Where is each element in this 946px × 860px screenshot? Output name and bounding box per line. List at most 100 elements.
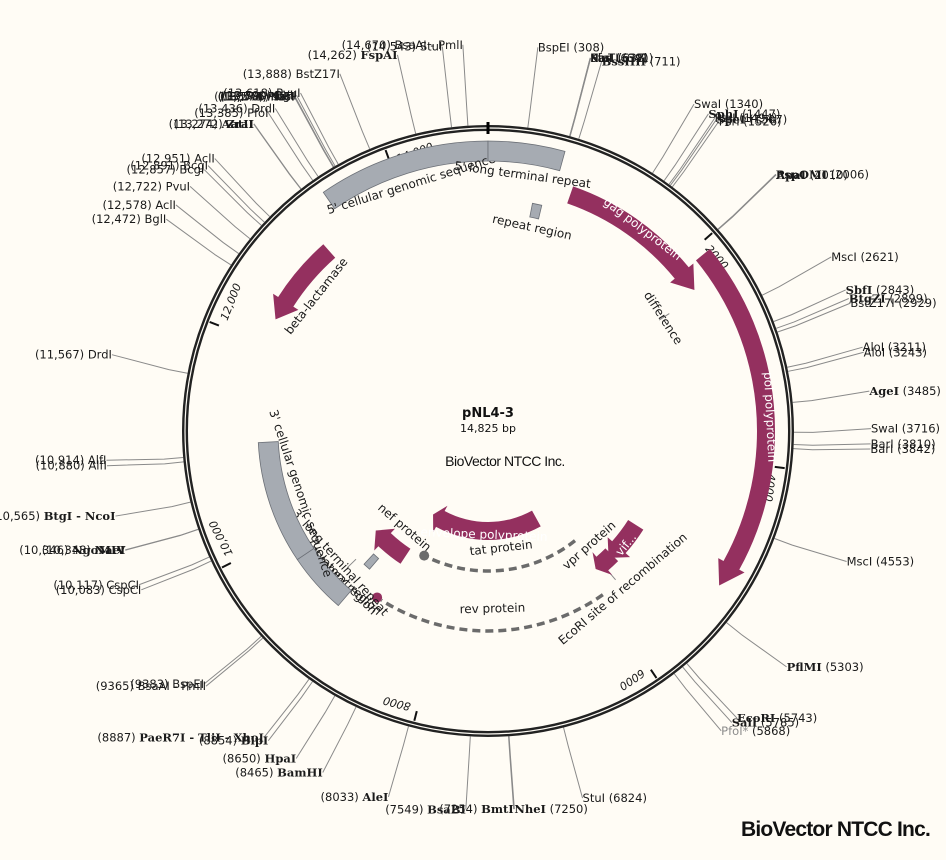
site-spei[interactable]: SpeI (1507): [716, 113, 787, 127]
site-bspei[interactable]: (9383) BspEI: [130, 677, 204, 691]
plasmid-backbone: [182, 122, 794, 737]
site-alei[interactable]: (8033) AleI: [321, 790, 389, 804]
site-bamhi[interactable]: (8465) BamHI: [235, 766, 323, 780]
feature-gag-polyprotein[interactable]: gag polyprotein: [567, 186, 695, 290]
site-nari[interactable]: NarI (638): [590, 51, 648, 65]
site-sphi[interactable]: SphI (1447): [708, 107, 780, 121]
site-bari[interactable]: BarI (3842): [870, 442, 935, 456]
site-bari[interactable]: BarI (3810): [871, 437, 936, 451]
site-position: (8854): [199, 734, 237, 748]
site-bmti[interactable]: (7254) BmtI: [439, 802, 514, 816]
site-name: NgoMIV: [72, 543, 126, 557]
site-aatii[interactable]: (13,274) AatII: [169, 117, 254, 131]
feature-rev-protein[interactable]: rev protein: [372, 592, 604, 633]
site-ecori[interactable]: EcoRI (5743): [737, 711, 817, 725]
site-cspci[interactable]: (10,083) CspCI: [56, 583, 142, 597]
site-bspei[interactable]: BspEI (308): [538, 40, 604, 54]
site-alfi[interactable]: (10,914) AlfI: [35, 453, 106, 467]
site-fspai[interactable]: (14,262) FspAI: [308, 48, 398, 62]
site-sbfi[interactable]: SbfI (2843): [846, 283, 915, 297]
site-label: BssHII (711): [602, 54, 681, 68]
feature-3-cellular-genomic-sequence[interactable]: 3' cellular genomic sequence: [257, 408, 335, 579]
site-position: (638): [618, 51, 649, 65]
site-bsaai-pmli[interactable]: (14,670) BsaAI - PmlI: [342, 38, 463, 52]
site-drdi[interactable]: (11,567) DrdI: [35, 348, 112, 362]
site-acli[interactable]: (12,578) AclI: [102, 198, 175, 212]
site-alfi[interactable]: (10,880) AlfI: [36, 459, 107, 473]
site-pspomi[interactable]: PspOMI (2006): [776, 167, 869, 181]
site-blpi[interactable]: (8854) BlpI: [199, 734, 268, 748]
site-bsabi[interactable]: (7549) BsaBI: [385, 802, 466, 816]
site-bstz17i[interactable]: BstZ17I (2929): [850, 296, 936, 310]
site-nhei[interactable]: NheI (7250): [514, 802, 587, 816]
site-cspci[interactable]: (10,117) CspCI: [53, 578, 139, 592]
site-agei[interactable]: AgeI (3485): [868, 384, 941, 398]
feature-arrow: [273, 244, 336, 320]
site-position: (12,951): [141, 152, 190, 166]
site-stui[interactable]: (14,543) StuI: [367, 40, 442, 54]
site-zrai[interactable]: (13,272) ZraI: [174, 117, 254, 131]
site-bgli[interactable]: (12,472) BglI: [92, 212, 167, 226]
site-apai[interactable]: ApaI (2010): [775, 168, 848, 182]
site-kasi[interactable]: KasI (637): [590, 51, 648, 65]
site-label: (9365) BsaAI - PmlI: [96, 679, 206, 693]
site-sali[interactable]: SalI (5785): [732, 715, 799, 729]
site-kasi[interactable]: (13,574) KasI: [218, 90, 295, 104]
site-label: (10,565) BtgI - NcoI: [0, 509, 115, 523]
site-leader: [125, 528, 199, 551]
feature-beta-lactamase[interactable]: beta-lactamase: [273, 244, 351, 337]
site-ngomiv[interactable]: (10,346) NgoMIV: [19, 543, 126, 557]
site-naei[interactable]: (10,348) NaeI: [42, 543, 126, 557]
site-name: MscI: [831, 250, 857, 264]
site-aloi[interactable]: AloI (3211): [863, 340, 926, 354]
site-bcgi[interactable]: (12,891) BcgI: [130, 159, 208, 173]
site-psri[interactable]: PsrI (1494): [715, 111, 778, 125]
site-bsshii[interactable]: BssHII (711): [602, 54, 681, 68]
site-pvui[interactable]: (12,722) PvuI: [113, 179, 190, 193]
feature-marker: [347, 558, 357, 568]
feature-difference[interactable]: difference: [641, 289, 685, 347]
site-leader: [776, 298, 849, 329]
site-leader: [508, 736, 515, 810]
site-swai[interactable]: SwaI (1340): [694, 97, 763, 111]
site-pluti[interactable]: PluTI (641): [591, 51, 653, 65]
feature-tat-protein[interactable]: tat protein: [419, 537, 577, 573]
site-psri[interactable]: PsrI (1526): [719, 114, 782, 128]
site-label: NarI (638): [590, 51, 648, 65]
site-sfoi[interactable]: SfoI (639): [590, 51, 646, 65]
site-sfoi[interactable]: (13,576) SfoI: [220, 89, 295, 103]
site-stui[interactable]: StuI (6824): [583, 791, 647, 805]
site-pvui[interactable]: (13,618) PvuI: [223, 86, 300, 100]
feature-5-cellular-genomic-sequence[interactable]: 5' cellular genomic sequence: [322, 140, 497, 217]
feature-label: pol polyprotein: [761, 372, 779, 463]
site-pfoi[interactable]: (13,385) PfoI: [194, 106, 268, 120]
site-msci[interactable]: MscI (4553): [847, 555, 915, 569]
site-bcgi[interactable]: (12,857) BcgI: [127, 163, 205, 177]
site-aloi[interactable]: AloI (3243): [864, 345, 927, 359]
site-pflmi[interactable]: PflMI (5303): [787, 660, 864, 674]
site-bstz17i[interactable]: (13,888) BstZ17I: [243, 67, 340, 81]
site-pfoi[interactable]: PfoI* (5868): [721, 724, 790, 738]
site-position: (13,574): [218, 90, 267, 104]
site-drdi[interactable]: (13,436) DrdI: [198, 101, 275, 115]
site-hpai[interactable]: (8650) HpaI: [223, 752, 297, 766]
site-label: PsrI (1526): [719, 114, 782, 128]
site-btgzi[interactable]: BtgZI (2899): [849, 292, 928, 306]
site-leader: [527, 47, 539, 128]
feature-repeat-region[interactable]: repeat region: [491, 202, 573, 243]
site-label: (14,543) StuI: [367, 40, 442, 54]
site-paer7i-tlii-xhoi[interactable]: (8887) PaeR7I - TliI - XhoI: [97, 731, 264, 745]
feature-envelope-polyprotein[interactable]: envelope polyprotein: [420, 505, 548, 544]
site-position: (3485): [903, 384, 941, 398]
site-position: (4553): [876, 555, 914, 569]
feature-pol-polyprotein[interactable]: pol polyprotein: [695, 248, 779, 586]
site-msci[interactable]: MscI (2621): [831, 250, 899, 264]
site-label: EcoRI (5743): [737, 711, 817, 725]
site-nari[interactable]: (13,575) NarI: [218, 90, 295, 104]
site-bsaai-pmli[interactable]: (9365) BsaAI - PmlI: [96, 679, 206, 693]
site-acli[interactable]: (12,951) AclI: [141, 152, 214, 166]
site-pluti[interactable]: (13,578) PluTI: [214, 89, 295, 103]
site-swai[interactable]: SwaI (3716): [871, 422, 940, 436]
site-btgi-ncoi[interactable]: (10,565) BtgI - NcoI: [0, 509, 115, 523]
site-bgli[interactable]: (13,590) BglI: [222, 88, 297, 102]
